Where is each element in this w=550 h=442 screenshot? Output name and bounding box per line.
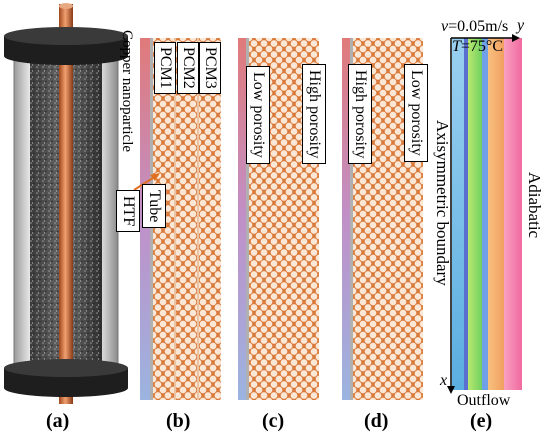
tube-wall-c [246,38,249,400]
panel-label-d: (d) [364,410,389,432]
x-axis-label: x [440,372,448,389]
adiabatic-label: Adiabatic [525,172,544,239]
low-porosity-label-c: Low porosity [246,66,270,164]
storage-unit-illustration [4,3,128,404]
strip-pcm1-e [468,38,482,390]
arrow-icon [133,173,160,191]
tube-label: Tube [142,184,166,229]
panel-label-a: (a) [46,410,70,432]
strip-pcm3-e [488,38,504,390]
tube-wall-d [350,38,353,400]
htf-label: HTF [116,190,140,233]
strip-tube-e [464,38,468,390]
htf-strip-c [238,38,246,400]
strip-htf-e [452,38,464,390]
y-axis-label: y [517,17,525,34]
strip-pcm2-e [482,38,488,390]
velocity-label: v=0.05m/s [441,18,509,35]
low-porosity-label-d: Low porosity [404,64,428,162]
outflow-label: Outflow [457,392,511,409]
pcm3-label: PCM3 [199,42,221,94]
high-porosity-label-c: High porosity [302,64,326,165]
panel-label-e: (e) [470,410,493,432]
temperature-label: T=75°C [452,38,503,55]
axisymmetric-boundary-label: Axisymmetric boundary [433,120,452,286]
pcm-divider-2 [197,38,199,400]
panel-label-b: (b) [166,410,191,432]
htf-strip-d [342,38,350,400]
panel-label-c: (c) [262,410,285,432]
strip-outer-e [504,38,522,390]
axes-icon [447,34,520,394]
copper-nanoparticle-label: Copper nanoparticle [119,30,135,153]
pcm2-label: PCM2 [177,42,199,94]
high-porosity-label-d: High porosity [348,64,372,165]
pcm1-label: PCM1 [154,42,176,94]
pcm-divider-1 [174,38,176,400]
copper-pipe [59,4,73,404]
